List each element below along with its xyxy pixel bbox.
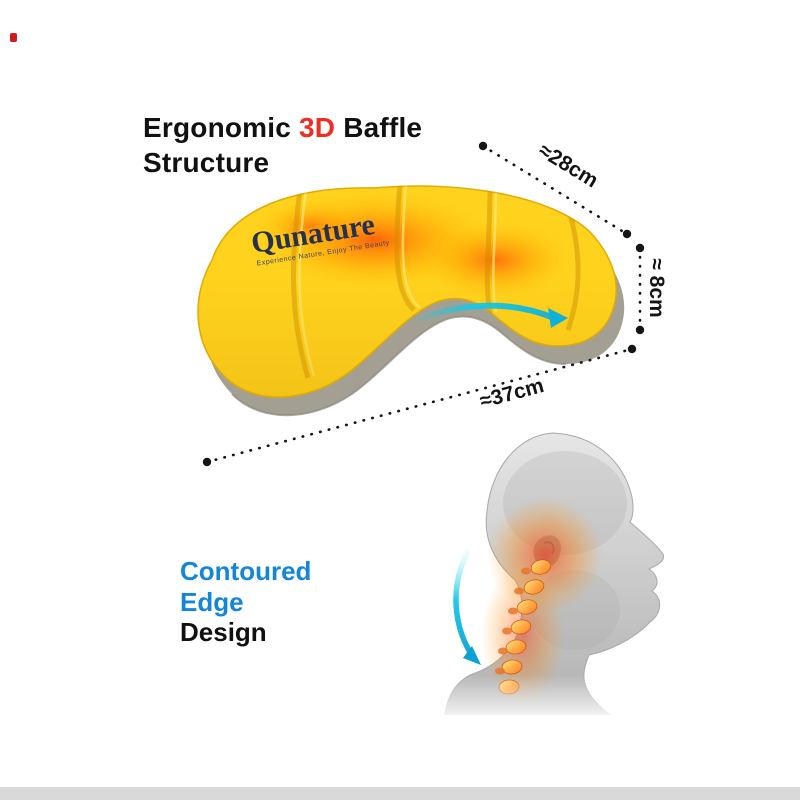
feature-line3: Design xyxy=(180,617,267,648)
pillow-glow xyxy=(255,200,365,252)
contour-swoosh-icon xyxy=(409,302,568,328)
headline-line1: Ergonomic 3D Baffle xyxy=(143,110,422,145)
headline-accent: 3D xyxy=(299,112,336,143)
headline-part1: Ergonomic xyxy=(143,112,300,143)
headline-line2: Structure xyxy=(143,147,270,178)
pillow-illustration: Qunature Experience Nature, Enjoy The Be… xyxy=(160,160,640,460)
pillow-base-edge xyxy=(231,315,567,417)
dimension-endpoints xyxy=(202,141,645,467)
corner-marker xyxy=(10,33,17,42)
feature-line1: Contoured xyxy=(180,556,312,586)
figure-fade xyxy=(425,675,715,715)
anatomy-svg xyxy=(425,432,715,715)
dimension-line-37cm xyxy=(205,347,634,464)
dimension-label-thickness: ≈ 8cm xyxy=(645,258,668,318)
pillow-svg: Qunature Experience Nature, Enjoy The Be… xyxy=(197,185,625,417)
feature-line2: Edge xyxy=(180,586,244,617)
headline: Ergonomic 3D Baffle Structure xyxy=(143,110,422,180)
bottom-strip xyxy=(0,787,800,800)
support-arc-icon xyxy=(453,550,481,665)
headline-part3: Baffle xyxy=(335,112,423,143)
dimension-line-28cm xyxy=(481,144,629,236)
feature-text: Contoured Edge Design xyxy=(180,556,311,648)
neck-support-illustration xyxy=(425,425,715,715)
